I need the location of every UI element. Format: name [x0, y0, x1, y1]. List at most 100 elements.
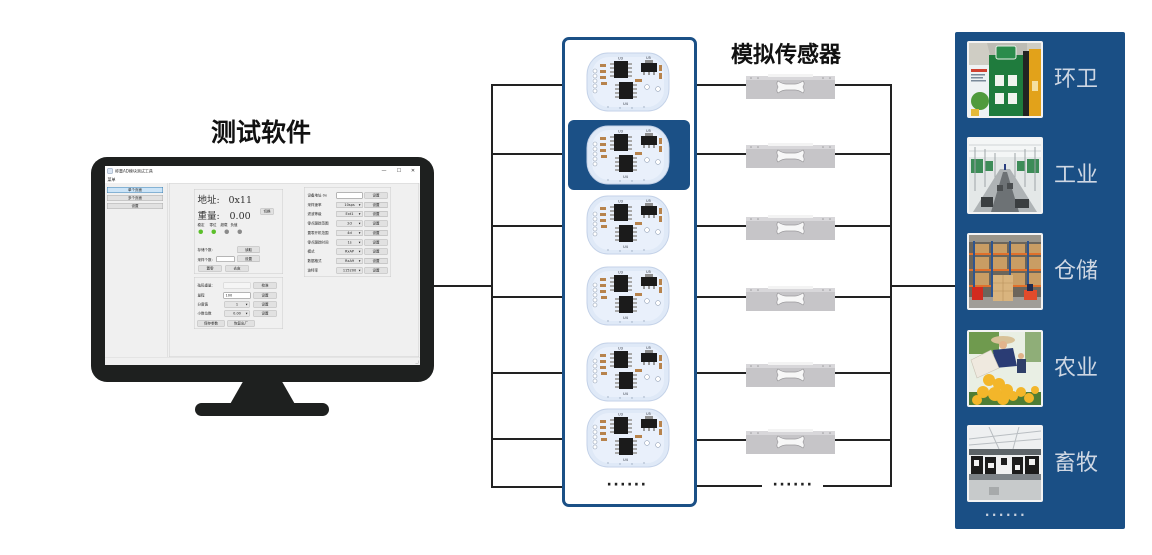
maximize-button[interactable]: ☐ [396, 168, 402, 174]
status-panel: 地址: 0x11 重量: 0.00 切换 稳定 零位 超载 负值 存储个数: 读… [194, 189, 283, 274]
resize-grip-icon[interactable] [415, 360, 419, 364]
sensor-output-line [835, 372, 892, 374]
set-mode-button[interactable]: 设置 [364, 248, 388, 255]
chevron-down-icon: ▾ [358, 268, 361, 273]
set-zero-tracking-time-button[interactable]: 设置 [364, 239, 388, 246]
chip-u4-icon [615, 82, 637, 99]
shelf-boxes [975, 244, 1041, 285]
analog-sensor-1 [746, 73, 835, 99]
decimal-places-select[interactable]: 0.00▾ [224, 310, 250, 317]
silkscreen-u3: U3 [618, 200, 623, 204]
set-division-button[interactable]: 设置 [253, 301, 277, 308]
read-button[interactable]: 读取 [237, 246, 260, 253]
zero-tracking-range-select[interactable]: 2d▾ [336, 220, 363, 227]
calibrate-button[interactable]: 校准 [253, 282, 277, 289]
setting-label: 零点跟踪范围 [307, 221, 329, 226]
select-value: 4d [347, 231, 352, 235]
overload-indicator-icon [224, 229, 229, 234]
load-cell-sensor [746, 362, 835, 387]
sample-set-button[interactable]: 设置 [237, 255, 260, 262]
setting-label: 滤波等级 [307, 212, 322, 216]
weighing-module-board: U3 U4 U5 [586, 266, 670, 326]
fruit-basket [970, 349, 1000, 379]
set-capacity-button[interactable]: 设置 [253, 292, 277, 299]
chip-u4-icon [615, 225, 637, 242]
select-value: RxA9 [344, 259, 355, 263]
setting-row-zero-tracking-time: 零点跟踪时间 1s▾ 设置 [305, 239, 391, 247]
load-cell-highlight [768, 215, 813, 218]
save-parameters-button[interactable]: 保存参数 [197, 320, 225, 327]
sensor-output-line [823, 485, 892, 487]
load-cell-highlight [768, 362, 813, 365]
sidebar: 单个页面 多个页面 设置 [105, 183, 168, 357]
set-baud-rate-button[interactable]: 设置 [364, 267, 388, 274]
switch-button[interactable]: 切换 [260, 208, 274, 215]
agriculture-photo [967, 330, 1043, 407]
sample-rate-select[interactable]: 10sps▾ [336, 202, 363, 208]
sensor-output-line [835, 296, 892, 298]
regulator-u5-icon [641, 203, 657, 218]
warehouse-image [969, 235, 1041, 308]
mount-screws-icon [750, 77, 831, 79]
device-address-input[interactable] [336, 192, 363, 199]
silkscreen-u4: U4 [623, 392, 629, 396]
vias-icon [607, 462, 645, 465]
input-value: 100 [225, 293, 233, 298]
calibration-weight-input[interactable] [223, 282, 251, 289]
chevron-down-icon: ▾ [358, 212, 361, 216]
minimize-button[interactable]: — [381, 168, 387, 174]
set-device-address-button[interactable]: 设置 [364, 192, 388, 199]
setting-label: 波特率 [307, 268, 319, 273]
sensor-lead-line [697, 485, 762, 487]
menu-item-main[interactable]: 菜单 [107, 177, 116, 183]
regulator-u5-icon [641, 274, 657, 289]
module-board-5: U3 U4 U5 [568, 337, 690, 407]
data-format-select[interactable]: RxA9▾ [336, 258, 363, 264]
sidebar-item-single-page[interactable]: 单个页面 [107, 187, 163, 193]
factory-reset-button[interactable]: 恢复出厂 [227, 320, 255, 327]
monitor-base [195, 403, 329, 416]
more-sensors-ellipsis: ······ [772, 477, 814, 493]
capacity-input[interactable]: 100 [223, 292, 251, 299]
set-decimal-button[interactable]: 设置 [253, 310, 277, 317]
set-zero-tracking-range-button[interactable]: 设置 [364, 220, 388, 227]
calibration-row-decimals: 小数位数 0.00▾ 设置 [195, 310, 283, 318]
silkscreen-u5: U5 [646, 270, 651, 274]
zero-button[interactable]: 置零 [198, 265, 222, 272]
power-on-zero-range-select[interactable]: 4d▾ [336, 230, 363, 236]
zero-indicator-icon [211, 229, 216, 234]
setting-label: 置零开机范围 [307, 231, 329, 235]
division-select[interactable]: 1▾ [224, 301, 250, 308]
set-sample-rate-button[interactable]: 设置 [364, 202, 388, 208]
setting-row-zero-tracking-range: 零点跟踪范围 2d▾ 设置 [305, 220, 391, 228]
module-board-6: U3 U4 U5 [568, 403, 690, 473]
sample-count-input[interactable] [216, 256, 235, 262]
silkscreen-u3: U3 [618, 57, 623, 61]
analog-sensor-4 [746, 285, 835, 311]
setting-row-data-format: 数据格式 RxA9▾ 设置 [305, 258, 391, 265]
test-software-screen: 称重AD模块测试工具 — ☐ ✕ 菜单 单个页面 多个页面 设置 地址: 0x1… [105, 166, 420, 365]
silkscreen-u4: U4 [623, 458, 629, 462]
silkscreen-u3: U3 [618, 130, 623, 134]
silkscreen-u5: U5 [646, 346, 651, 350]
chevron-down-icon: ▾ [245, 302, 248, 307]
set-data-format-button[interactable]: 设置 [364, 258, 388, 264]
silkscreen-u4: U4 [623, 175, 629, 179]
application-label-warehouse: 仓储 [1054, 259, 1099, 284]
sidebar-item-settings[interactable]: 设置 [107, 203, 163, 209]
negative-indicator-icon [237, 229, 242, 234]
filter-level-select[interactable]: Ext1▾ [336, 211, 363, 217]
tare-button[interactable]: 去皮 [225, 265, 249, 272]
indicator-label-negative: 负值 [230, 223, 238, 227]
set-filter-level-button[interactable]: 设置 [364, 211, 388, 217]
mode-select[interactable]: RxAP▾ [336, 248, 363, 255]
window-titlebar: 称重AD模块测试工具 — ☐ ✕ [105, 166, 420, 176]
load-cell-top-edge [746, 431, 835, 435]
set-power-on-zero-range-button[interactable]: 设置 [364, 230, 388, 236]
sidebar-item-multi-page[interactable]: 多个页面 [107, 195, 163, 201]
close-button[interactable]: ✕ [410, 168, 416, 174]
analog-sensor-3 [746, 214, 835, 240]
weighing-module-board: U3 U4 U5 [586, 125, 670, 185]
baud-rate-select[interactable]: 115200▾ [336, 267, 363, 274]
zero-tracking-time-select[interactable]: 1s▾ [336, 239, 363, 246]
